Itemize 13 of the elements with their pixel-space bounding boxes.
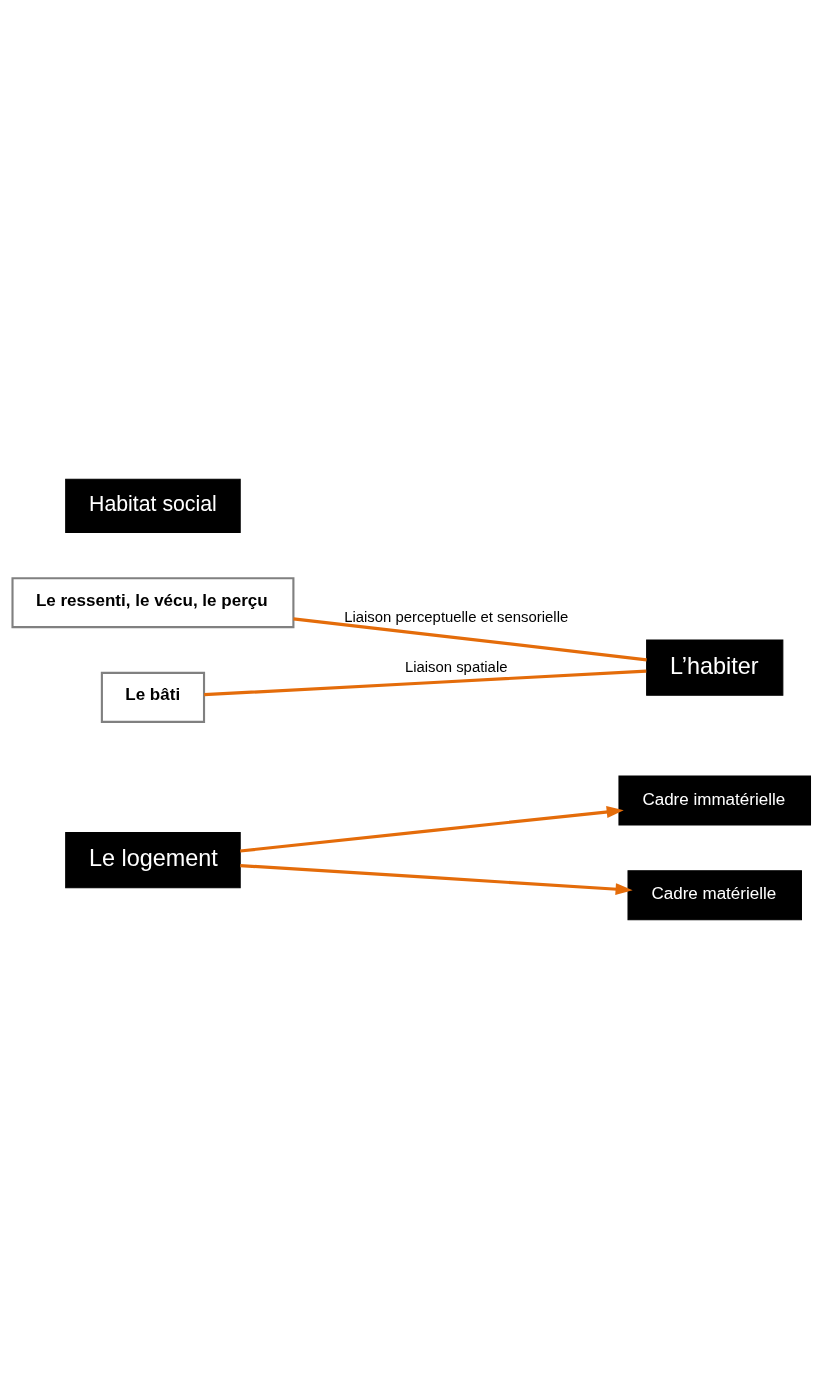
arrow (240, 863, 633, 895)
edge-label: Liaison perceptuelle et sensorielle (344, 608, 569, 625)
connector (293, 616, 647, 661)
arrow (240, 805, 624, 853)
node-box: Le logement (65, 831, 241, 888)
node-box: Le ressenti, le vécu, le perçu (11, 576, 295, 628)
node-box: L’habiter (646, 638, 784, 696)
node-box: Cadre immatérielle (618, 775, 811, 826)
connector (204, 669, 647, 696)
node-box: Le bâti (100, 671, 206, 723)
edge-label: Liaison spatiale (404, 658, 508, 675)
node-box: Cadre matérielle (627, 869, 802, 920)
node-box: Habitat social (65, 478, 241, 533)
